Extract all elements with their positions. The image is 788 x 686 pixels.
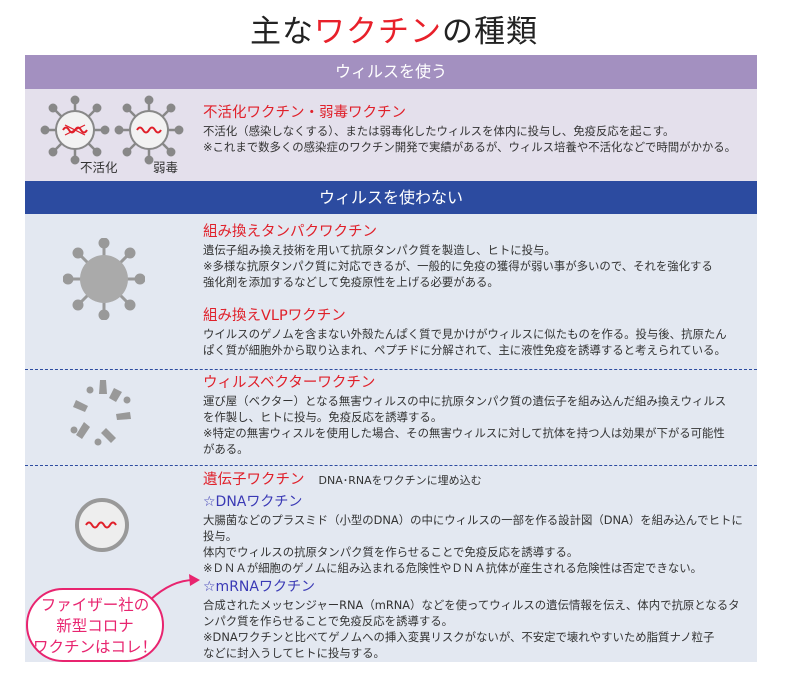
vector-block: ウィルスベクターワクチン 運び屋（ベクター）となる無害ウィルスの中に抗原タンパク…	[203, 373, 748, 457]
callout-line-3: ワクチンはコレ！	[32, 638, 157, 656]
mrna-heading: ☆mRNAワクチン	[203, 579, 315, 595]
genetic-block: 遺伝子ワクチン DNA･RNAをワクチンに埋め込む ☆DNAワクチン 大腸菌などの…	[203, 470, 748, 661]
dna-heading: ☆DNAワクチン	[203, 494, 303, 510]
genetic-virus-icon	[75, 498, 129, 552]
recombinant-line-1: 遺伝子組み換え技術を用いて抗原タンパク質を製造し、ヒトに投与。	[203, 243, 556, 257]
vlp-block: 組み換えVLPワクチン ウイルスのゲノムを含まない外殻たんぱく質で見かけがウィル…	[203, 306, 748, 358]
spiked-virus-icon	[63, 238, 145, 320]
dna-line-1: 大腸菌などのプラスミド（小型のDNA）の中にウィルスの一部を作る設計図（DNA）…	[203, 513, 743, 527]
pfizer-callout: ファイザー社の 新型コロナ ワクチンはコレ！	[26, 588, 164, 662]
callout-line-2: 新型コロナ	[56, 617, 134, 635]
caption-attenuated: 弱毒	[153, 160, 179, 175]
title-prefix: 主な	[250, 14, 314, 50]
vector-line-3: ※特定の無害ウィスルを使用した場合、その無害ウィルスに対して抗体を持つ人は効果が…	[203, 426, 725, 440]
vector-line-4: がある。	[203, 442, 249, 456]
panel-recombinant	[25, 214, 757, 369]
dna-line-4: ※ＤＮＡが細胞のゲノムに組み込まれる危険性やＤＮＡ抗体が産生される危険性は否定で…	[203, 561, 703, 575]
dna-line-3: 体内でウィルスの抗原タンパク質を作らせることで免疫反応を誘導する。	[203, 545, 579, 559]
vector-line-1: 運び屋（ベクター）となる無害ウィルスの中に抗原タンパク質の遺伝子を組み込んだ組み…	[203, 394, 727, 408]
fragmented-virus-icon	[70, 380, 131, 446]
vector-line-2: を作製し、ヒトに投与。免疫反応を誘導する。	[203, 410, 443, 424]
title-highlight: ワクチン	[314, 14, 442, 50]
genetic-heading-row: 遺伝子ワクチン DNA･RNAをワクチンに埋め込む	[203, 470, 748, 491]
mrna-line-2: ンパク質を作らせることで免疫反応を誘導する。	[203, 614, 454, 628]
inactivated-heading: 不活化ワクチン・弱毒ワクチン	[203, 105, 406, 121]
dna-line-2: 投与。	[203, 529, 238, 543]
genetic-note: DNA･RNAをワクチンに埋め込む	[318, 474, 482, 487]
genetic-heading: 遺伝子ワクチン	[203, 472, 305, 488]
recombinant-line-2: ※多様な抗原タンパク質に対応できるが、一般的に免疫の獲得が弱い事が多いので、それ…	[203, 259, 713, 273]
mrna-line-3: ※DNAワクチンと比べてゲノムへの挿入変異リスクがないが、不安定で壊れやすいため…	[203, 630, 715, 644]
caption-inactivated: 不活化	[80, 160, 118, 175]
title-suffix: の種類	[442, 14, 538, 50]
section-header-with-virus: ウィルスを使う	[25, 55, 757, 89]
vlp-line-1: ウイルスのゲノムを含まない外殻たんぱく質で見かけがウィルスに似たものを作る。投与…	[203, 327, 727, 341]
panel-viral-vector	[25, 369, 757, 466]
vlp-heading: 組み換えVLPワクチン	[203, 308, 346, 324]
mrna-line-4: などに封入うしてヒトに投与する。	[203, 646, 385, 660]
callout-line-1: ファイザー社の	[40, 596, 150, 614]
mrna-line-1: 合成されたメッセンジャーRNA（mRNA）などを使ってウィルスの遺伝情報を伝え、…	[203, 598, 740, 612]
inactivated-line-1: 不活化（感染しなくする）、または弱毒化したウィルスを体内に投与し、免疫反応を起こ…	[203, 124, 675, 138]
recombinant-block: 組み換えタンパクワクチン 遺伝子組み換え技術を用いて抗原タンパク質を製造し、ヒト…	[203, 222, 748, 290]
page-title: 主なワクチンの種類	[0, 6, 788, 51]
vlp-line-2: ぱく質が細胞外から取り込まれ、ペプチドに分解されて、主に液性免疫を誘導すると考え…	[203, 343, 726, 357]
section-header-without-virus: ウィルスを使わない	[25, 181, 757, 214]
inactivated-block: 不活化ワクチン・弱毒ワクチン 不活化（感染しなくする）、または弱毒化したウィルス…	[203, 103, 748, 155]
recombinant-heading: 組み換えタンパクワクチン	[203, 224, 377, 240]
vector-heading: ウィルスベクターワクチン	[203, 375, 376, 391]
attenuated-virus-icon	[114, 95, 184, 165]
inactivated-virus-icon	[40, 95, 110, 165]
recombinant-line-3: 強化剤を添加するなどして免疫原性を上げる必要がある。	[203, 275, 499, 289]
inactivated-line-2: ※これまで数多くの感染症のワクチン開発で実績があるが、ウィルス培養や不活化などで…	[203, 140, 737, 154]
